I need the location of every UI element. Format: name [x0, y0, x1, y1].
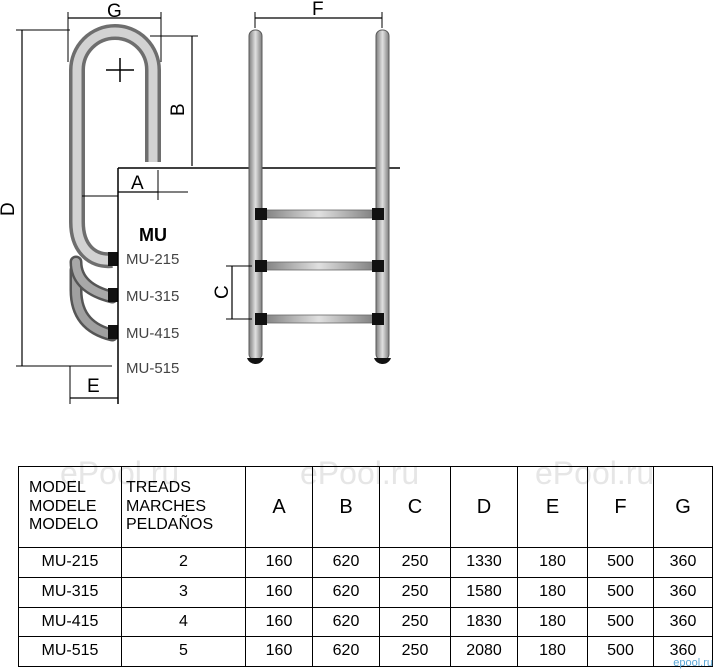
cell-g: 360 [653, 576, 713, 608]
side-tread-clamp-3 [108, 325, 118, 339]
ladder-diagram: G B D A E MU MU-215 MU-315 MU-415 MU-515… [0, 0, 400, 404]
model-labels: MU MU-215 MU-315 MU-415 MU-515 [126, 225, 179, 377]
cell-f: 500 [587, 606, 654, 638]
cell-d: 1330 [450, 547, 518, 578]
series-title: MU [139, 225, 167, 245]
front-tread-1 [261, 209, 377, 219]
header-g: G [653, 466, 713, 548]
header-d: D [450, 466, 518, 548]
cell-c: 250 [379, 606, 451, 638]
side-dimensions: G B D A E [0, 1, 198, 404]
cell-treads: 4 [121, 606, 246, 638]
table-row: MU-215 2 160 620 250 1330 180 500 360 [18, 547, 713, 578]
cell-treads: 2 [121, 547, 246, 578]
front-tread-2 [261, 261, 377, 271]
cell-f: 500 [587, 547, 654, 578]
dim-label-e: E [87, 376, 100, 397]
header-b: B [312, 466, 380, 548]
model-label-mu-515: MU-515 [126, 360, 179, 377]
table-row: MU-415 4 160 620 250 1830 180 500 360 [18, 606, 713, 638]
front-foot-right [374, 358, 391, 365]
cell-a: 160 [245, 547, 313, 578]
dim-label-a: A [131, 173, 144, 194]
cell-d: 1830 [450, 606, 518, 638]
cell-a: 160 [245, 576, 313, 608]
cell-a: 160 [245, 606, 313, 638]
front-view: F C [212, 0, 391, 365]
cell-c: 250 [379, 636, 451, 667]
front-tread-3 [261, 314, 377, 324]
cell-b: 620 [312, 636, 380, 667]
cell-model: MU-415 [18, 606, 122, 638]
side-tread-clamp-2 [108, 288, 118, 302]
cell-g: 360 [653, 606, 713, 638]
side-tread-clamp-1 [108, 252, 118, 266]
cell-e: 180 [517, 547, 588, 578]
dim-label-d: D [0, 202, 19, 216]
dim-label-c: C [212, 285, 233, 299]
cell-c: 250 [379, 547, 451, 578]
header-f: F [587, 466, 654, 548]
cell-e: 180 [517, 636, 588, 667]
table-header-row: MODEL MODELE MODELO TREADS MARCHES PELDA… [18, 466, 713, 548]
model-label-mu-215: MU-215 [126, 251, 179, 268]
cell-f: 500 [587, 636, 654, 667]
footer-logo: epool.ru [673, 657, 713, 669]
cell-e: 180 [517, 606, 588, 638]
cell-b: 620 [312, 606, 380, 638]
model-label-mu-415: MU-415 [126, 325, 179, 342]
cell-d: 2080 [450, 636, 518, 667]
cell-model: MU-515 [18, 636, 122, 667]
header-a: A [245, 466, 313, 548]
dim-label-g: G [107, 1, 122, 22]
cell-b: 620 [312, 576, 380, 608]
cell-c: 250 [379, 576, 451, 608]
specifications-table: MODEL MODELE MODELO TREADS MARCHES PELDA… [18, 466, 713, 667]
cell-b: 620 [312, 547, 380, 578]
cell-d: 1580 [450, 576, 518, 608]
cell-g: 360 [653, 636, 713, 667]
table-row: MU-515 5 160 620 250 2080 180 500 360 [18, 636, 713, 667]
side-view [69, 24, 400, 404]
cell-model: MU-315 [18, 576, 122, 608]
dim-label-f: F [312, 0, 324, 20]
cell-a: 160 [245, 636, 313, 667]
header-model: MODEL MODELE MODELO [18, 466, 122, 548]
model-label-mu-315: MU-315 [126, 288, 179, 305]
cell-treads: 5 [121, 636, 246, 667]
header-treads: TREADS MARCHES PELDAÑOS [121, 466, 246, 548]
cell-f: 500 [587, 576, 654, 608]
front-rail-right [375, 29, 390, 361]
table-row: MU-315 3 160 620 250 1580 180 500 360 [18, 576, 713, 608]
cell-e: 180 [517, 576, 588, 608]
header-e: E [517, 466, 588, 548]
header-c: C [379, 466, 451, 548]
dim-label-b: B [168, 103, 189, 116]
cell-g: 360 [653, 547, 713, 578]
cell-treads: 3 [121, 576, 246, 608]
front-foot-left [247, 358, 264, 365]
cell-model: MU-215 [18, 547, 122, 578]
front-rail-left [248, 29, 263, 361]
